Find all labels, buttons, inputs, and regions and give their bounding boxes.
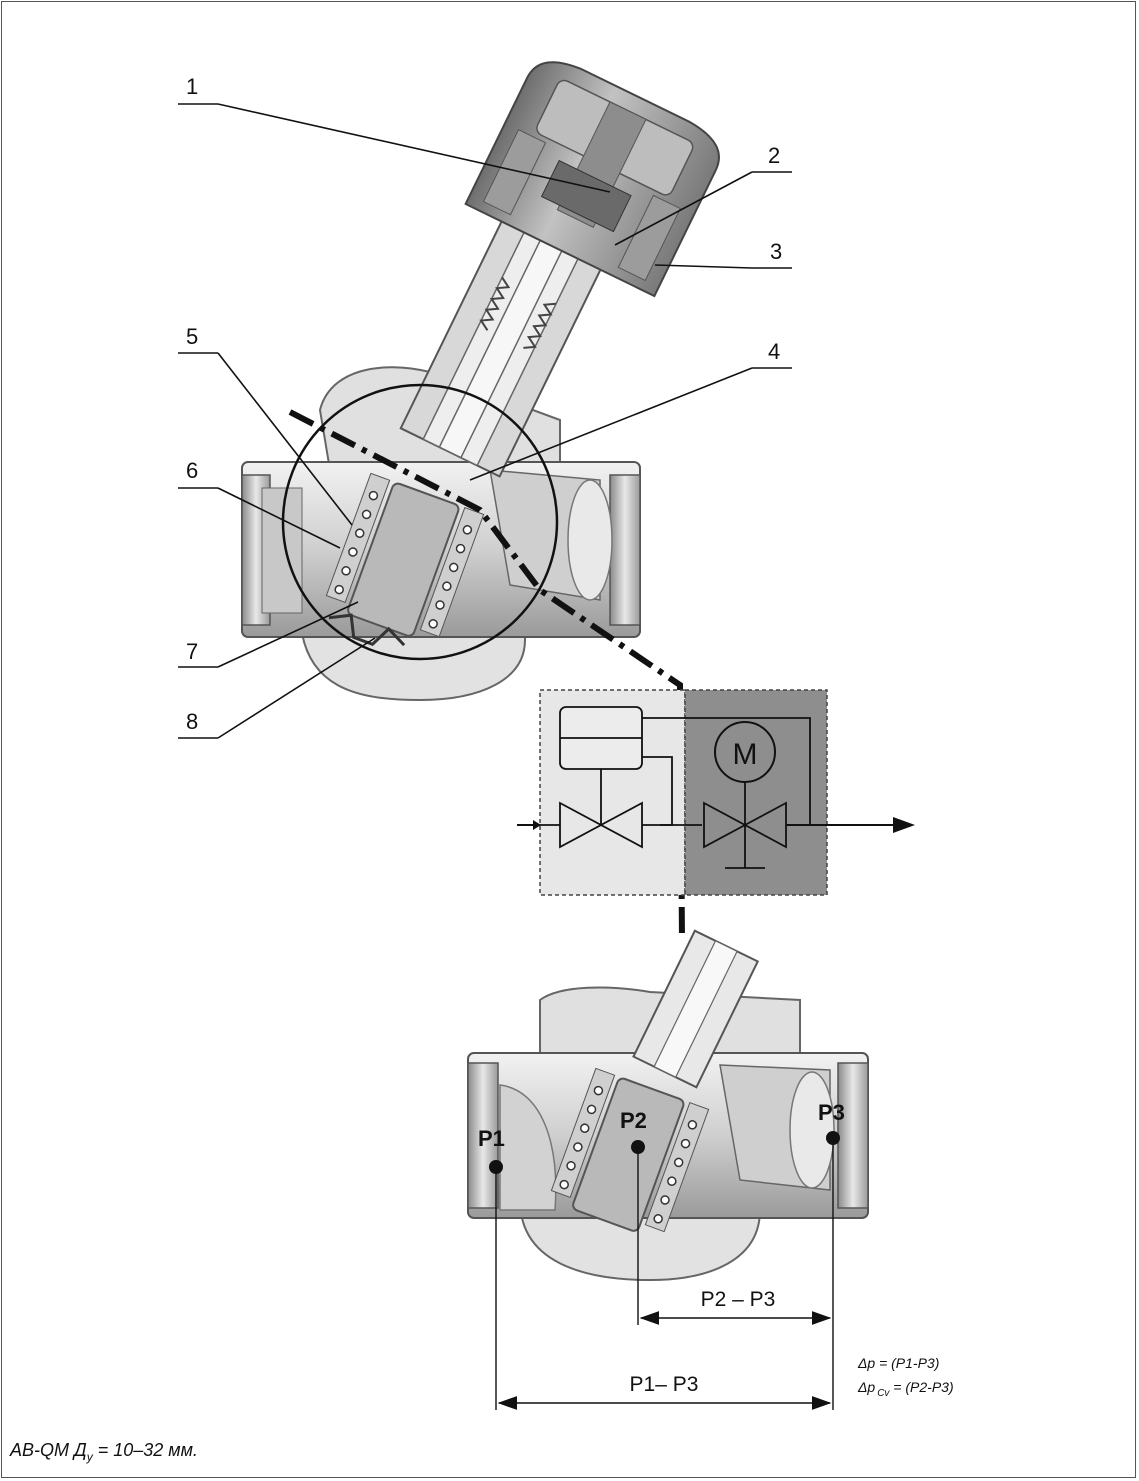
callout-leaders: [178, 103, 792, 739]
callout-labels: 1 2 3 4 5 6 7 8: [186, 74, 782, 734]
formula-dp: Δp = (P1-P3): [857, 1355, 939, 1371]
detail-circle: [281, 383, 559, 661]
callout-1: 1: [186, 74, 198, 99]
callout-8: 8: [186, 709, 198, 734]
callout-2: 2: [768, 143, 780, 168]
valve-cutaway-lower: [467, 929, 869, 1282]
motor-icon: [714, 721, 776, 783]
flow-in-arrow: [533, 820, 541, 830]
callout-4: 4: [768, 339, 780, 364]
p1-label: P1: [478, 1126, 505, 1151]
dim-p1-p3: P1– P3: [630, 1373, 699, 1396]
flow-out-arrow-icon: [893, 817, 915, 833]
control-schematic: M: [517, 689, 915, 896]
p2-label: P2: [620, 1108, 647, 1133]
p3-label: P3: [818, 1100, 845, 1125]
valve-cutaway-upper: [241, 61, 720, 702]
dimension-lines: [495, 1138, 834, 1410]
pressure-valve-symbol: [559, 801, 643, 849]
dim-p2-p3: P2 – P3: [701, 1288, 776, 1311]
callout-5: 5: [186, 324, 198, 349]
control-valve-symbol: [703, 801, 787, 849]
callout-3: 3: [770, 239, 782, 264]
motor-label: M: [733, 738, 758, 771]
callout-6: 6: [186, 458, 198, 483]
callout-7: 7: [186, 639, 198, 664]
figure-caption: AB-QM Ду = 10–32 мм.: [9, 1440, 198, 1464]
